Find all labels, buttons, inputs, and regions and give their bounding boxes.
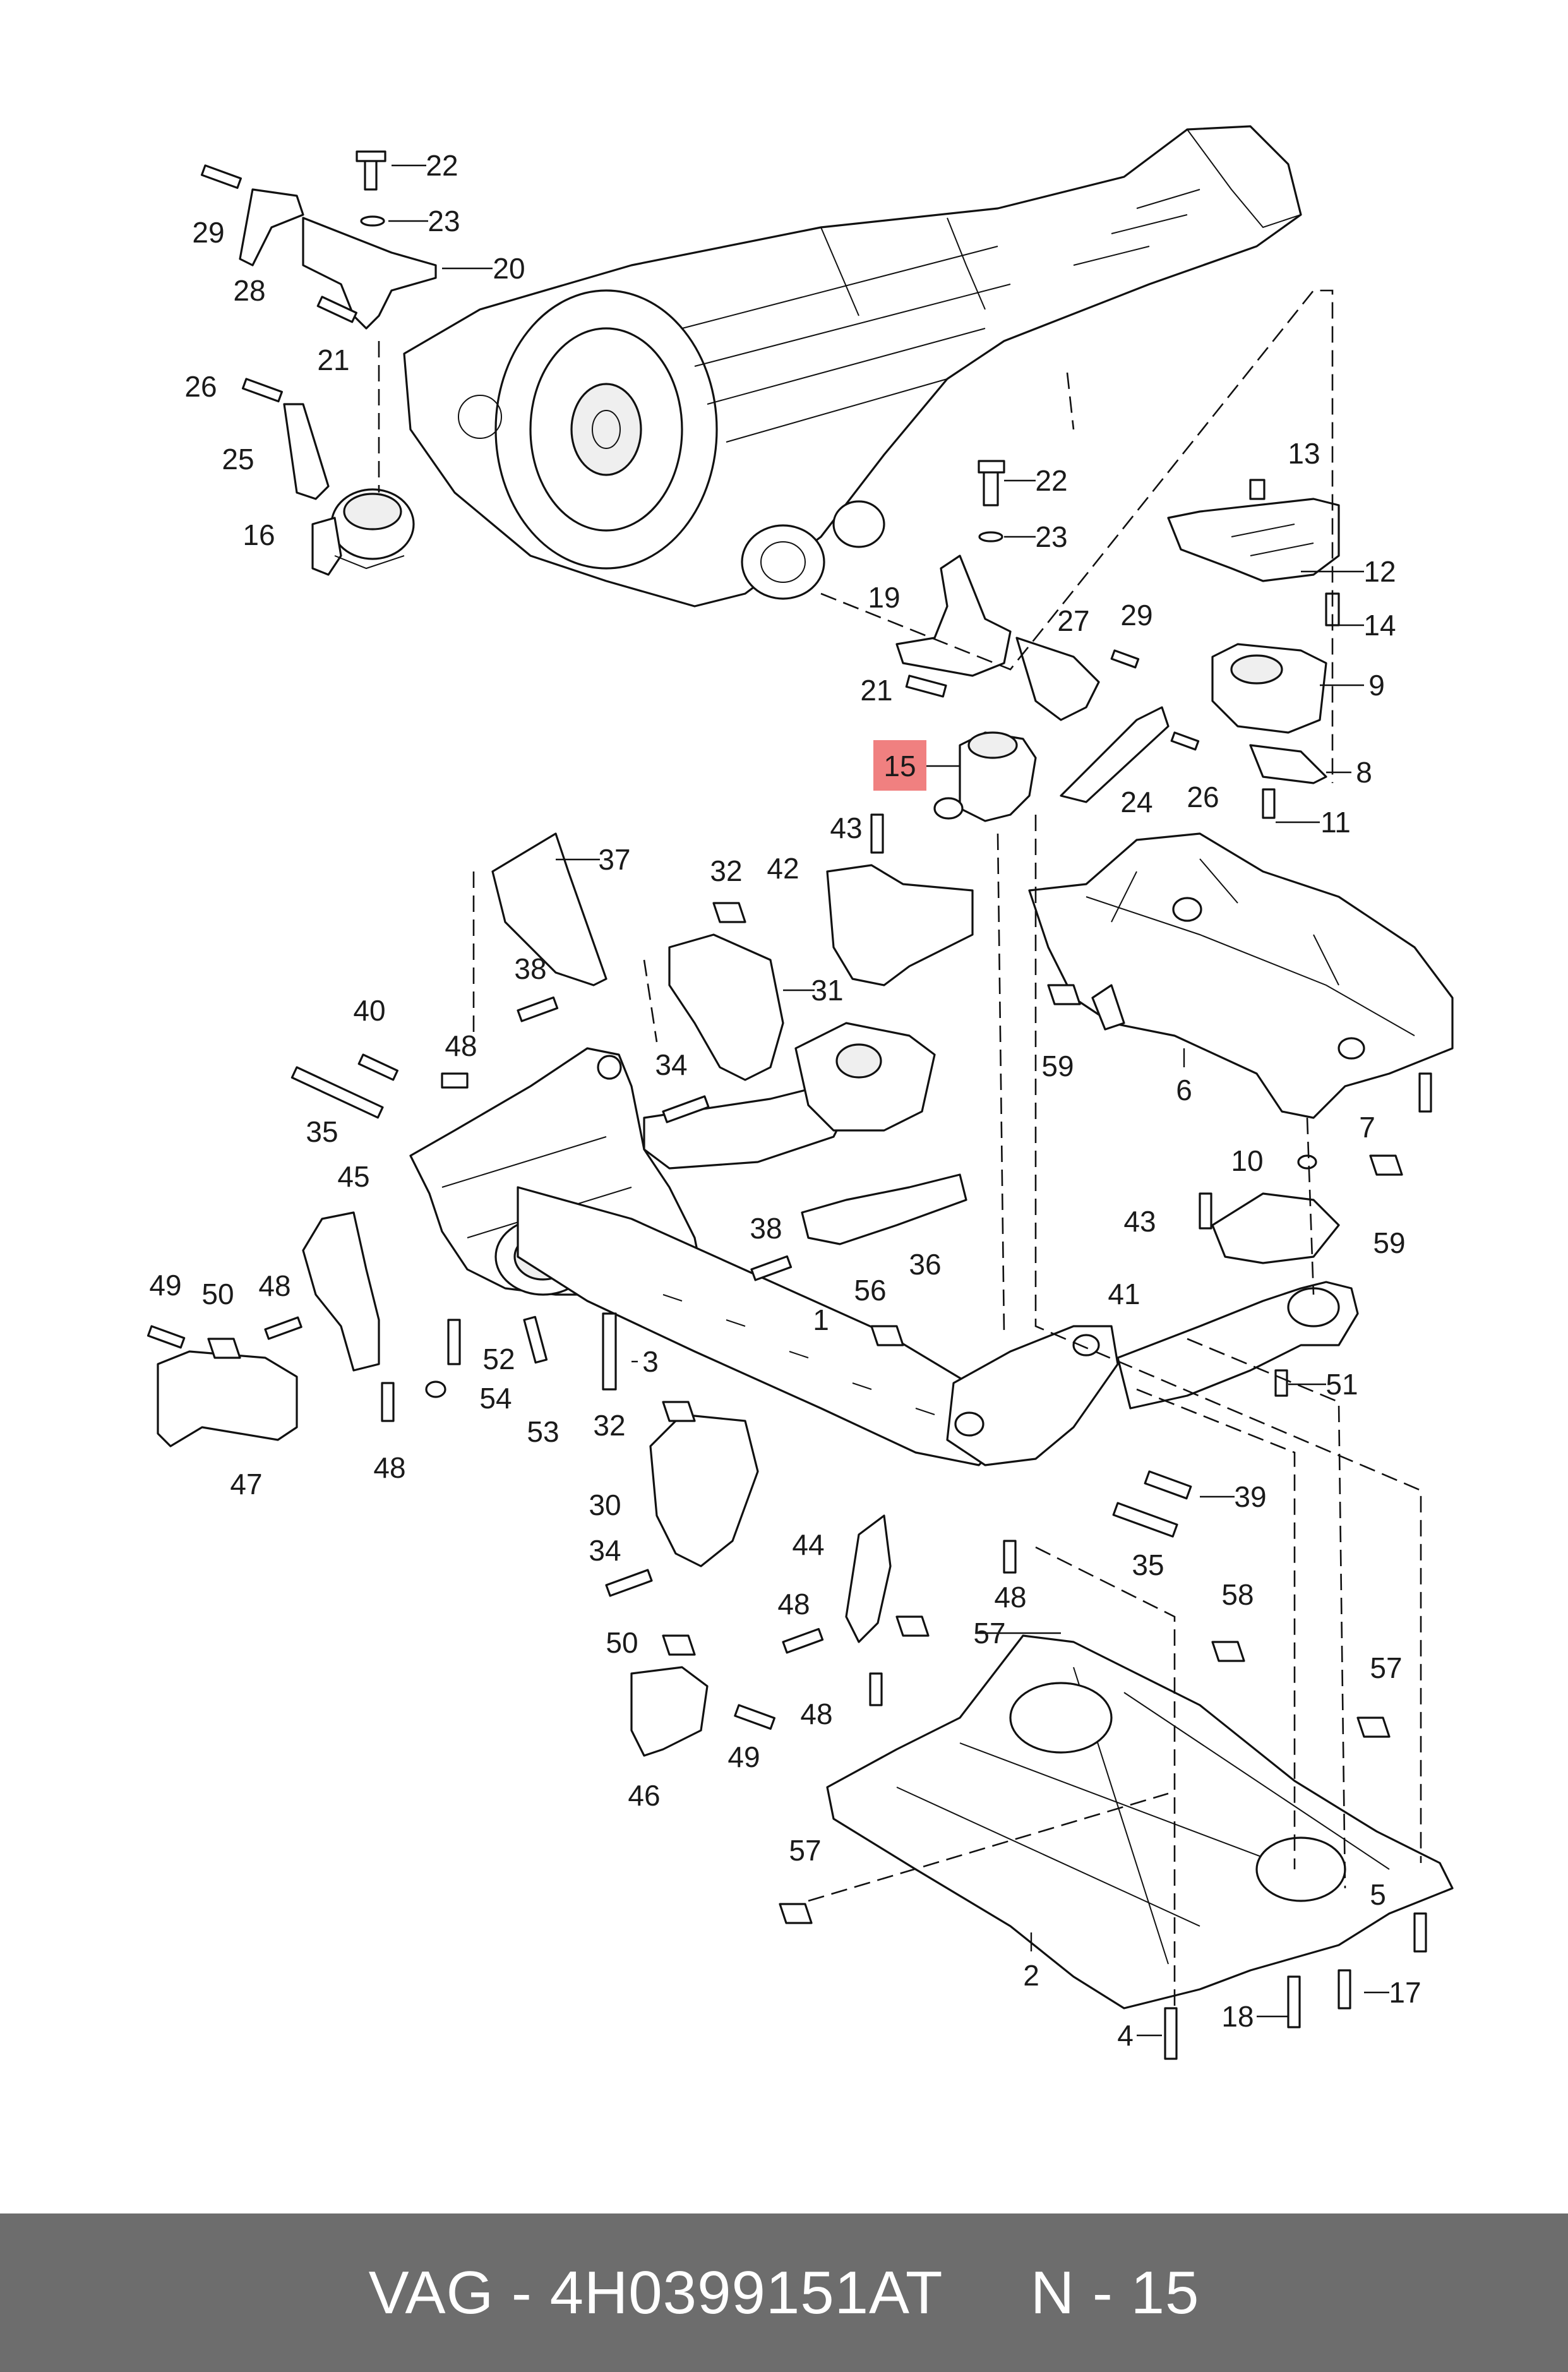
callout-c-43b: 43 (1123, 1205, 1156, 1238)
brand-label: VAG (368, 2258, 494, 2327)
callout-c-19: 19 (868, 581, 900, 614)
clip-nuts (779, 984, 1403, 1924)
callout-c-49a: 49 (149, 1269, 181, 1302)
callout-c-32a: 32 (710, 854, 742, 887)
callout-c-27: 27 (1057, 604, 1089, 637)
callout-c-12: 12 (1363, 555, 1396, 588)
callout-c-1: 1 (813, 1303, 829, 1336)
callout-c-46: 46 (628, 1779, 660, 1812)
callout-c-50b: 50 (606, 1626, 638, 1659)
callout-c-49b: 49 (727, 1740, 760, 1773)
callout-c-35b: 35 (1132, 1548, 1164, 1581)
right-mount-assembly (1167, 479, 1340, 819)
callout-c-25: 25 (222, 443, 254, 476)
callout-c-9: 9 (1368, 669, 1385, 702)
callout-c-59b: 59 (1373, 1226, 1405, 1259)
callout-c-28: 28 (233, 274, 265, 307)
callout-c-34a: 34 (655, 1048, 687, 1081)
callout-c-48e: 48 (777, 1588, 810, 1620)
callout-c-26a: 26 (184, 370, 217, 403)
center-mount-assembly (895, 460, 1200, 822)
callout-c-23b: 23 (1035, 520, 1067, 553)
callout-c-6: 6 (1176, 1074, 1192, 1106)
callout-c-43a: 43 (830, 812, 862, 844)
callout-c-34b: 34 (589, 1534, 621, 1567)
callout-c-5: 5 (1370, 1878, 1386, 1911)
callout-c-22b: 22 (1035, 464, 1067, 497)
mount-brackets (491, 813, 1340, 1757)
callout-c-31: 31 (811, 974, 843, 1007)
transmission (403, 125, 1302, 608)
highlight-box (873, 740, 926, 791)
callout-c-48c: 48 (373, 1451, 405, 1484)
callout-leader-lines (388, 164, 1389, 2037)
callout-c-47: 47 (230, 1468, 262, 1500)
callout-c-21b: 21 (860, 674, 892, 707)
callout-c-58: 58 (1221, 1578, 1254, 1611)
callout-c-11: 11 (1320, 806, 1351, 839)
callout-c-39: 39 (1234, 1480, 1266, 1513)
callout-c-3: 3 (642, 1345, 659, 1378)
callout-c-16: 16 (242, 518, 275, 551)
callout-c-8: 8 (1356, 756, 1372, 789)
callout-c-53: 53 (527, 1415, 559, 1448)
callout-c-15: 15 (883, 750, 916, 782)
callout-c-42: 42 (767, 852, 799, 885)
callout-c-54: 54 (479, 1382, 512, 1415)
callout-c-50a: 50 (201, 1278, 234, 1310)
callout-c-51: 51 (1326, 1368, 1358, 1401)
callout-c-48d: 48 (994, 1581, 1026, 1614)
callout-c-4: 4 (1117, 2019, 1134, 2052)
callout-c-57c: 57 (789, 1834, 821, 1867)
callout-c-22a: 22 (426, 149, 458, 182)
callout-c-35a: 35 (306, 1115, 338, 1148)
exploded-parts-diagram: 2223292028212625161322231219272914219158… (147, 125, 1454, 2060)
callout-c-41: 41 (1108, 1278, 1140, 1310)
callout-c-52: 52 (482, 1343, 515, 1375)
callout-c-29a: 29 (192, 216, 224, 249)
callout-c-45: 45 (337, 1160, 369, 1193)
rear-subframe (1028, 832, 1454, 1170)
callout-c-21a: 21 (317, 344, 349, 376)
callout-c-29b: 29 (1120, 599, 1152, 632)
callout-c-10: 10 (1231, 1144, 1263, 1177)
callout-c-26b: 26 (1187, 781, 1219, 813)
callout-c-57a: 57 (973, 1617, 1005, 1650)
front-crossmember (517, 1022, 1359, 1466)
callout-c-36: 36 (909, 1248, 941, 1281)
callout-c-38a: 38 (514, 952, 546, 985)
callout-c-44: 44 (792, 1528, 824, 1561)
callout-c-13: 13 (1288, 437, 1320, 470)
position-label: N - 15 (1030, 2258, 1200, 2327)
part-number: 4H0399151AT (549, 2258, 943, 2327)
callout-c-17: 17 (1389, 1976, 1421, 2009)
callout-c-56: 56 (854, 1274, 886, 1307)
callout-c-37: 37 (598, 843, 630, 876)
callout-c-32b: 32 (593, 1409, 625, 1442)
callout-c-57b: 57 (1370, 1651, 1402, 1684)
callout-c-48b: 48 (258, 1269, 290, 1302)
callout-c-2: 2 (1023, 1959, 1039, 1992)
callout-c-23a: 23 (428, 205, 460, 237)
footer-bar: VAG - 4H0399151AT N - 15 (0, 2213, 1568, 2372)
callout-c-24: 24 (1120, 786, 1152, 818)
separator: - (511, 2258, 532, 2327)
callout-c-38b: 38 (750, 1212, 782, 1245)
callout-c-48f: 48 (800, 1698, 832, 1730)
underbody-plate (826, 1634, 1454, 2060)
assembly-dashed-lines (378, 289, 1422, 2008)
callout-c-20: 20 (493, 252, 525, 285)
callout-c-18: 18 (1221, 2000, 1254, 2033)
callout-c-7: 7 (1359, 1111, 1375, 1144)
callout-c-59a: 59 (1041, 1050, 1074, 1082)
callout-c-48a: 48 (445, 1029, 477, 1062)
callout-c-30: 30 (589, 1488, 621, 1521)
left-mount-assembly (200, 150, 437, 576)
callout-c-14: 14 (1363, 609, 1396, 642)
callout-c-40: 40 (353, 994, 385, 1027)
